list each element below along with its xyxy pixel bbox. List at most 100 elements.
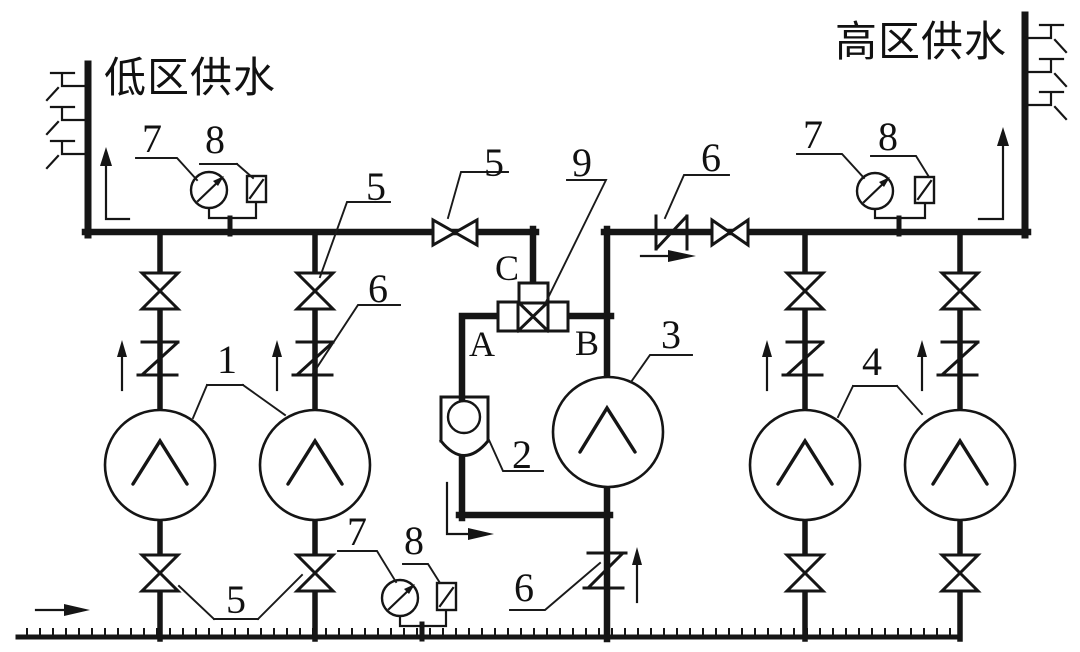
leader-valve-branch-left: [318, 201, 391, 279]
label-gauge-bottom: 7: [347, 509, 367, 554]
right-flow-arrow-icon: [639, 250, 696, 262]
label-pumps-left: 1: [217, 337, 237, 382]
text-labels: 低区供水 高区供水 7 8 5 6 1 5 9 6 7 8 3 4 2 C A …: [104, 20, 1007, 622]
center-pump-branch: [551, 375, 665, 604]
gate-valve-icon: [938, 553, 982, 593]
label-check-bottom: 6: [514, 565, 534, 610]
label-gauge-top-right: 7: [803, 112, 823, 157]
leader-valve-header: [446, 171, 509, 220]
gate-valve-icon: [938, 271, 982, 311]
pressure-sensor-icon: [435, 581, 458, 612]
faucet-icon: [1023, 90, 1068, 121]
three-way-valve-icon: [496, 281, 570, 334]
gate-valve-icon: [138, 553, 182, 593]
leader-sensor-top-right: [870, 155, 931, 179]
leader-sensor-top-left: [199, 162, 255, 180]
faucet-icon: [1023, 23, 1068, 54]
up-flow-arrow-icon: [762, 340, 772, 392]
pump-icon: [103, 408, 217, 522]
check-valve-icon: [654, 214, 689, 251]
pressure-sensor-icon: [245, 174, 268, 204]
leader-pumps-left: [191, 383, 287, 420]
right-flow-arrow-icon: [34, 604, 90, 616]
up-flow-arrow-icon: [632, 547, 642, 604]
label-gauge-top-left: 7: [142, 116, 162, 161]
leader-device: [487, 438, 544, 472]
leader-check-branch-left: [310, 304, 401, 377]
leader-gauge-bottom: [337, 550, 398, 584]
label-valve-header: 5: [484, 140, 504, 185]
pressure-gauge-icon: [380, 578, 420, 618]
check-valve-icon: [781, 340, 825, 377]
left-faucets: [45, 71, 90, 170]
strainer-device-icon: [438, 395, 491, 457]
gate-valve-icon: [293, 553, 337, 593]
up-flow-arrow-icon: [272, 340, 282, 392]
label-valves-bottom: 5: [226, 577, 246, 622]
right-faucets: [1023, 23, 1068, 121]
pump-icon: [551, 375, 665, 489]
leader-valves-bottom: [177, 573, 304, 621]
leader-gauge-top-right: [796, 153, 866, 180]
label-check-branch-left: 6: [368, 266, 388, 311]
label-port-b: B: [575, 323, 599, 363]
pressure-gauge-icon: [855, 171, 895, 211]
pump-branch: [903, 232, 1017, 642]
pump-icon: [258, 408, 372, 522]
header-gate-valve-right: [710, 217, 750, 248]
zone-label-right: 高区供水: [835, 20, 1007, 66]
check-valve-icon: [136, 340, 180, 377]
pump-icon: [903, 408, 1017, 522]
up-flow-arrow-icon: [977, 127, 1009, 221]
suction-flow-arrow-icon: [445, 481, 494, 540]
leader-check-bottom: [509, 561, 602, 611]
pump-branch: [748, 232, 862, 642]
gate-valve-icon: [710, 217, 750, 248]
leader-three-way: [544, 179, 608, 304]
label-sensor-top-right: 8: [878, 114, 898, 159]
pump-branch: [258, 232, 372, 642]
flow-arrows: [34, 127, 1009, 616]
label-check-header: 6: [701, 135, 721, 180]
label-port-a: A: [469, 324, 495, 364]
faucet-icon: [45, 139, 90, 170]
faucet-icon: [45, 105, 90, 136]
leader-check-header: [663, 174, 730, 220]
faucet-icon: [45, 71, 90, 102]
header-gate-valve-5: [431, 217, 479, 248]
gate-valve-icon: [431, 217, 479, 248]
header-check-valve-6: [654, 214, 689, 251]
gauge-assembly-top-right: [855, 171, 936, 220]
pressure-gauge-icon: [189, 170, 229, 210]
label-sensor-top-left: 8: [205, 117, 225, 162]
up-flow-arrow-icon: [100, 147, 131, 221]
gauge-assembly-bottom: [380, 578, 458, 628]
zone-label-left: 低区供水: [104, 56, 276, 102]
pump-icon: [748, 408, 862, 522]
up-flow-arrow-icon: [917, 340, 927, 392]
leader-pumps-right: [836, 384, 924, 419]
pump-branch: [103, 232, 217, 642]
label-three-way: 9: [572, 140, 592, 185]
faucet-icon: [1023, 57, 1068, 88]
leader-lines: [135, 153, 931, 621]
label-sensor-bottom: 8: [404, 518, 424, 563]
label-pumps-right: 4: [862, 339, 882, 384]
label-device: 2: [512, 432, 532, 477]
label-valve-branch-left: 5: [366, 164, 386, 209]
port-a-pipe: [458, 312, 504, 404]
up-flow-arrow-icon: [117, 340, 127, 392]
pressure-sensor-icon: [913, 175, 936, 205]
leader-pump-center: [629, 354, 693, 384]
gate-valve-icon: [293, 271, 337, 311]
label-port-c: C: [495, 248, 519, 288]
check-valve-icon: [936, 340, 980, 377]
leader-gauge-top-left: [135, 157, 199, 182]
leader-sensor-bottom: [402, 563, 442, 585]
gauge-assembly-top-left: [189, 170, 268, 220]
gate-valve-icon: [783, 271, 827, 311]
label-pump-center: 3: [661, 312, 681, 357]
check-valve-icon: [582, 551, 628, 590]
